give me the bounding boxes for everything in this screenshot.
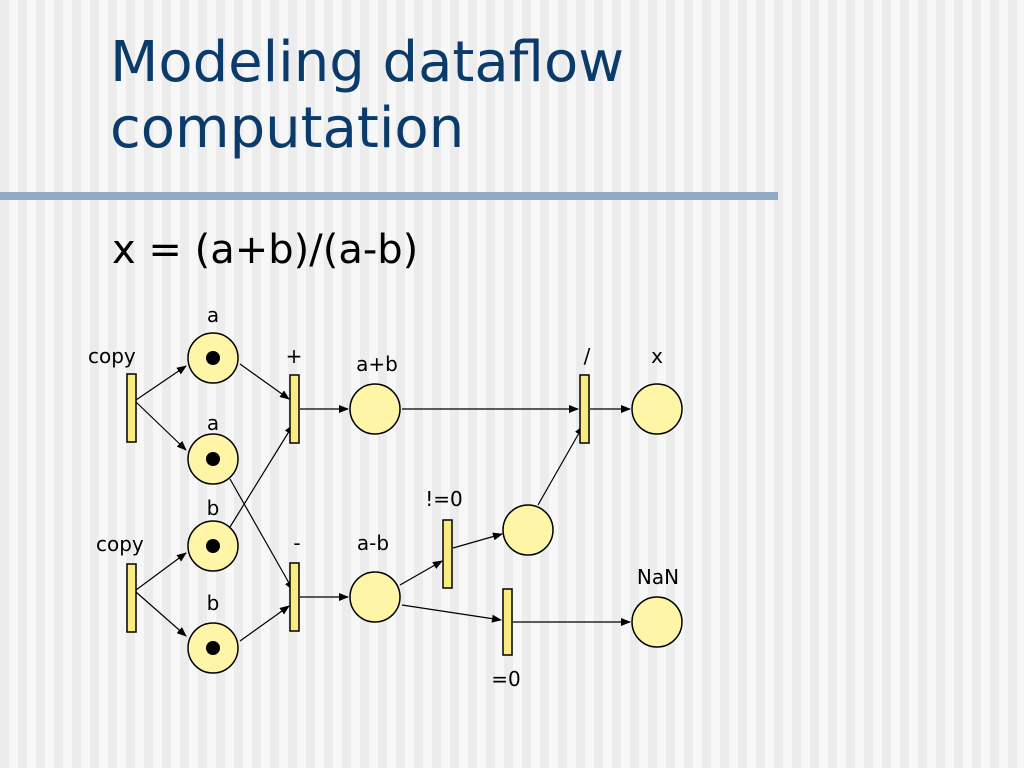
place-nonzero-result <box>502 504 554 556</box>
transition-divide <box>579 374 590 444</box>
formula-text: x = (a+b)/(a-b) <box>112 227 419 273</box>
arc-b1-to-plus <box>229 424 294 528</box>
arc-result-to-divide <box>537 425 584 506</box>
transition-minus <box>289 562 300 632</box>
title-divider <box>0 192 778 200</box>
label-nan: NaN <box>637 565 679 589</box>
label-not-zero: !=0 <box>425 487 463 511</box>
token-a2 <box>206 452 220 466</box>
label-place-a1: a <box>207 303 219 327</box>
arc-not-zero-to-result <box>452 532 503 549</box>
transition-copy-bottom <box>126 563 137 633</box>
label-x: x <box>651 344 663 368</box>
place-sum <box>349 383 401 435</box>
place-diff <box>349 571 401 623</box>
label-diff: a-b <box>357 531 389 555</box>
title-line-2: computation <box>110 96 465 161</box>
arc-copy-top-to-a2 <box>135 401 187 451</box>
slide-title: Modeling dataflow computation <box>110 30 624 162</box>
label-minus: - <box>293 531 300 555</box>
arc-a2-to-minus <box>229 478 294 591</box>
arc-b2-to-minus <box>239 605 290 642</box>
label-plus: + <box>286 344 303 368</box>
arc-copy-bottom-to-b1 <box>135 552 187 591</box>
labels: copy copy a a b b + - a+b a-b / x !=0 =0… <box>88 303 679 691</box>
label-place-b1: b <box>207 496 220 520</box>
token-b1 <box>206 539 220 553</box>
token-a1 <box>206 351 220 365</box>
label-sum: a+b <box>356 352 398 376</box>
place-nan <box>631 596 683 648</box>
arc-diff-to-not-zero <box>399 560 443 586</box>
arc-copy-top-to-a1 <box>135 365 187 401</box>
arc-copy-bottom-to-b2 <box>135 591 187 637</box>
place-x <box>631 383 683 435</box>
arcs <box>135 363 631 642</box>
label-is-zero: =0 <box>491 667 520 691</box>
label-copy-top: copy <box>88 344 136 368</box>
arc-a1-to-plus <box>239 363 290 400</box>
label-copy-bottom: copy <box>96 532 144 556</box>
transition-copy-top <box>126 373 137 443</box>
label-place-a2: a <box>207 411 219 435</box>
token-b2 <box>206 641 220 655</box>
label-divide: / <box>584 344 591 368</box>
places <box>187 332 683 674</box>
label-place-b2: b <box>207 591 220 615</box>
arc-diff-to-is-zero <box>401 604 502 623</box>
transition-plus <box>289 374 300 444</box>
title-line-1: Modeling dataflow <box>110 30 625 95</box>
transition-not-zero <box>442 519 453 589</box>
transitions <box>126 373 590 656</box>
transition-is-zero <box>502 588 513 656</box>
